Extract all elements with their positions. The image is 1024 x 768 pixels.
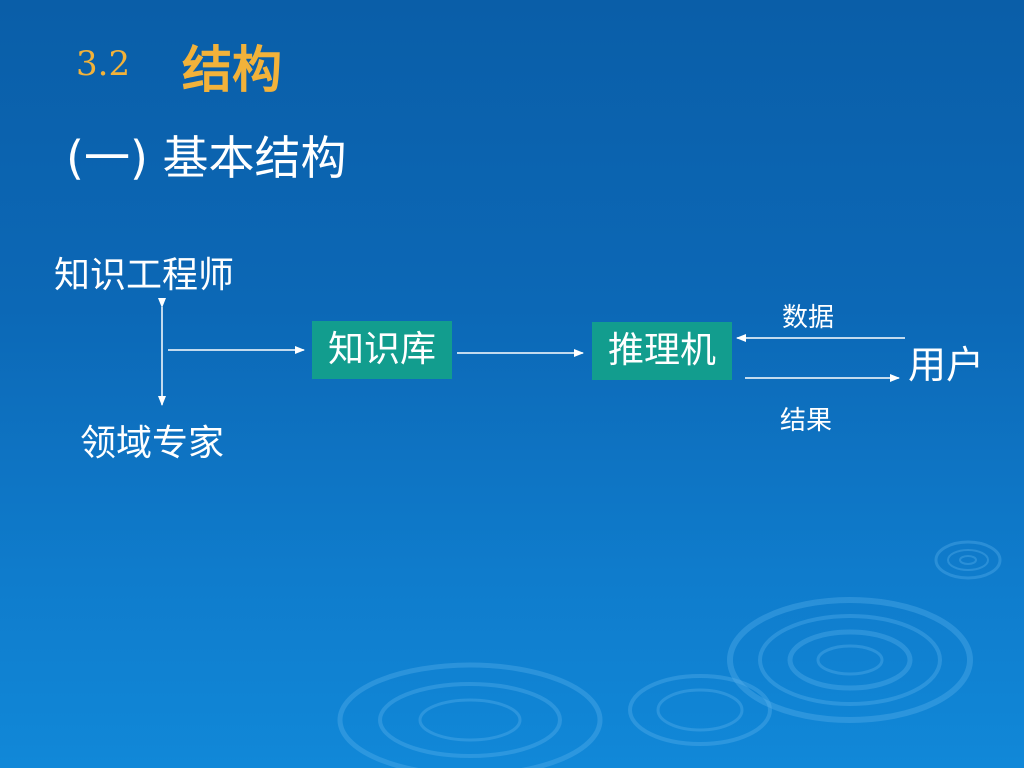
section-number: 3.2 [76,44,131,84]
section-title: 结构 [182,41,282,99]
data-label: 数据 [782,303,835,333]
inference-engine-box: 推理机 [592,322,732,380]
knowledge-base-box: 知识库 [312,321,452,379]
domain-expert-label: 领域专家 [80,423,225,464]
subtitle: (一) 基本结构 [66,131,347,185]
result-label: 结果 [780,406,833,436]
knowledge-engineer-label: 知识工程师 [54,255,235,296]
user-label: 用户 [908,343,985,387]
